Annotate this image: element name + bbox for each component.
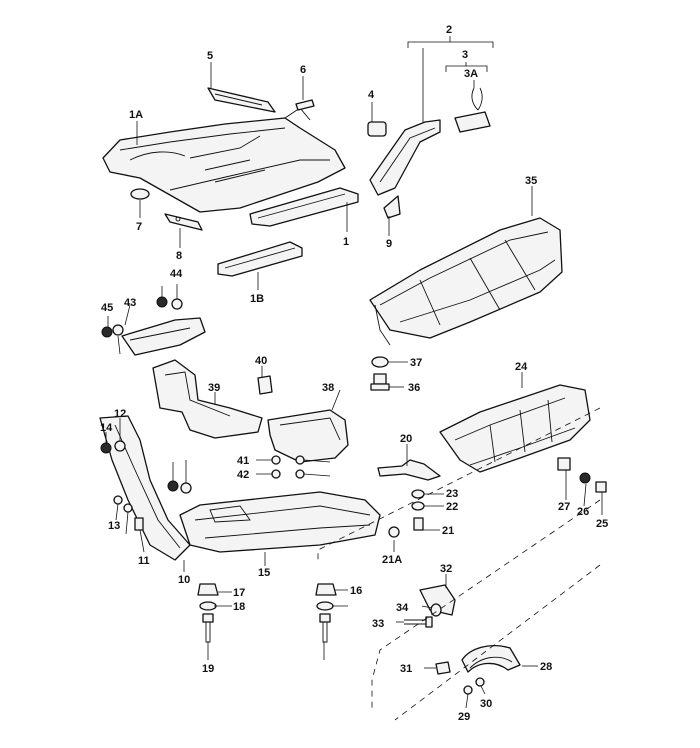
group-boundary-bottom — [394, 564, 601, 721]
clip-40 — [257, 375, 273, 395]
callout-33: 33 — [372, 618, 384, 630]
callout-30: 30 — [480, 698, 492, 710]
callout-2: 2 — [446, 24, 452, 36]
callout-13: 13 — [108, 520, 120, 532]
callout-24: 24 — [515, 361, 528, 373]
crossmember-1b — [217, 241, 303, 277]
callout-37: 37 — [410, 357, 422, 369]
washer-44 — [112, 298, 183, 336]
nut-45 — [101, 296, 168, 338]
callout-42: 42 — [237, 469, 249, 481]
bolt-4 — [367, 121, 387, 137]
callout-14: 14 — [100, 422, 113, 434]
callout-39: 39 — [208, 382, 220, 394]
callout-45: 45 — [101, 302, 113, 314]
callout-17: 17 — [233, 587, 245, 599]
callout-41: 41 — [237, 455, 249, 467]
callout-1a: 1A — [129, 109, 143, 121]
callout-38: 38 — [322, 382, 334, 394]
callout-8: 8 — [176, 250, 182, 262]
bolt-33 — [404, 616, 433, 628]
fastener-41-42 — [271, 455, 305, 479]
clip-9 — [383, 195, 401, 219]
callout-25: 25 — [596, 518, 608, 530]
callout-11: 11 — [138, 555, 150, 567]
shield-15 — [179, 491, 381, 553]
frame-35 — [369, 217, 563, 346]
callout-32: 32 — [440, 563, 452, 575]
callout-19: 19 — [202, 663, 214, 675]
callout-labels: 1A 1 1B 2 3 3A 4 5 6 7 8 9 35 36 37 38 3… — [100, 24, 608, 723]
callout-35: 35 — [525, 175, 537, 187]
callout-3a: 3A — [464, 68, 478, 80]
fasteners-25-27 — [557, 457, 607, 493]
clip-6 — [295, 99, 315, 111]
screw-29-30 — [463, 677, 485, 695]
callout-26: 26 — [577, 506, 589, 518]
callout-3: 3 — [462, 49, 468, 61]
callout-27: 27 — [558, 501, 570, 513]
callout-43: 43 — [124, 297, 136, 309]
callout-18: 18 — [233, 601, 245, 613]
shield-38 — [267, 409, 349, 463]
callout-10: 10 — [178, 574, 190, 586]
bolt-19 — [202, 613, 331, 643]
nuts-12-14 — [100, 440, 192, 494]
callout-1b: 1B — [250, 293, 264, 305]
callout-23: 23 — [446, 488, 458, 500]
floor-pan-1a — [102, 107, 346, 213]
callout-9: 9 — [386, 238, 392, 250]
crossmember-1 — [249, 187, 359, 227]
callout-5: 5 — [207, 50, 213, 62]
callout-29: 29 — [458, 711, 470, 723]
clip-31 — [435, 661, 451, 675]
callout-31: 31 — [400, 663, 412, 675]
callout-20: 20 — [400, 433, 412, 445]
callout-15: 15 — [258, 567, 270, 579]
callout-6: 6 — [300, 64, 306, 76]
duct-39 — [152, 359, 263, 439]
shield-24 — [439, 384, 591, 473]
callout-22: 22 — [446, 501, 458, 513]
callout-4: 4 — [368, 89, 375, 101]
bracket-line-3 — [445, 62, 488, 72]
group-boundary-upper — [317, 407, 601, 560]
bolt-36 — [370, 373, 390, 391]
callout-28: 28 — [540, 661, 552, 673]
callout-34: 34 — [396, 602, 409, 614]
callout-21a: 21A — [382, 554, 402, 566]
callout-12: 12 — [114, 408, 126, 420]
callout-40: 40 — [255, 355, 267, 367]
bracket-2 — [369, 119, 441, 196]
washer-34 — [430, 603, 442, 617]
bracket-43 — [121, 317, 206, 356]
bracket-3 — [454, 87, 491, 133]
callout-44: 44 — [170, 268, 183, 280]
bracket-line-2 — [407, 36, 494, 48]
plug-7 — [130, 188, 150, 200]
bracket-20 — [377, 459, 441, 481]
callout-7: 7 — [136, 221, 142, 233]
leader-lines — [105, 48, 603, 709]
group-boundary-lower — [371, 499, 601, 710]
washer-37 — [371, 356, 389, 368]
fasteners-21-23 — [388, 489, 425, 538]
callout-16: 16 — [350, 585, 362, 597]
rail-5 — [207, 87, 276, 113]
bracket-8 — [164, 213, 203, 231]
hanger-16-17 — [197, 583, 337, 611]
callout-21: 21 — [442, 525, 454, 537]
shield-28 — [461, 645, 521, 673]
callout-36: 36 — [408, 382, 420, 394]
callout-1: 1 — [343, 236, 349, 248]
